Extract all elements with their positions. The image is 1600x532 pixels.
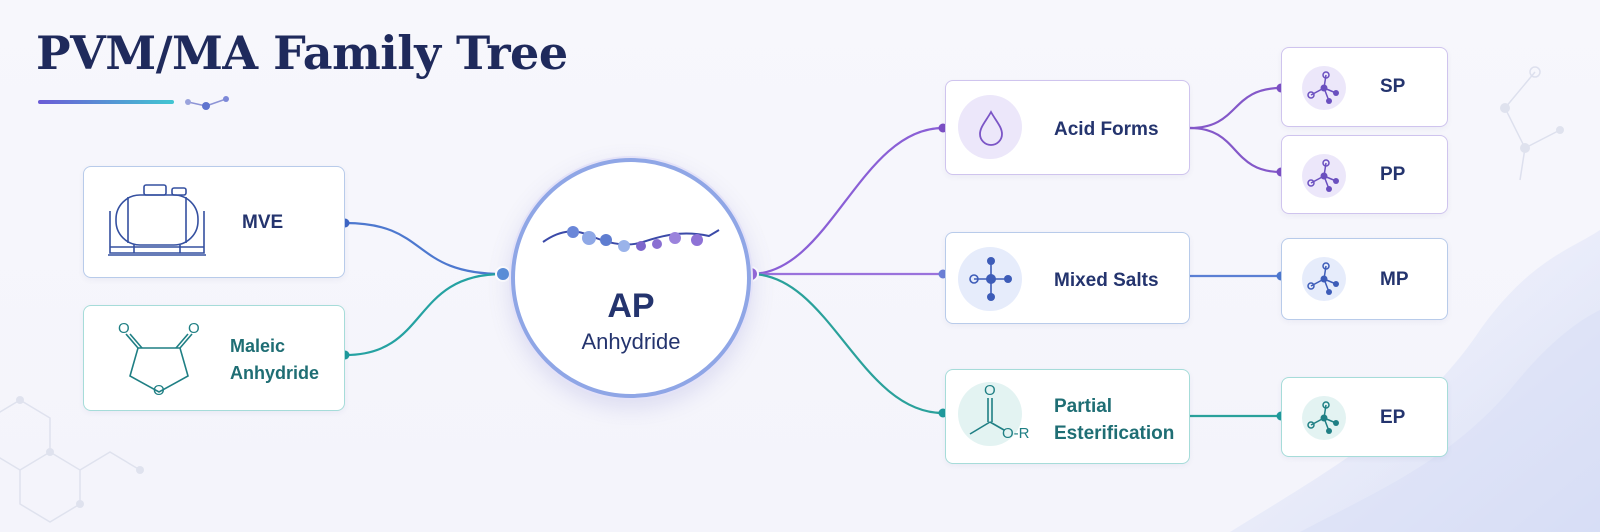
product-label-sp: SP: [1380, 76, 1406, 97]
input-node-mve[interactable]: MVE: [83, 166, 345, 278]
molecule-icon: [1307, 71, 1339, 104]
molecule-icon: [1307, 262, 1339, 295]
ring-molecule-icon: [125, 333, 193, 393]
connector-dot: [495, 266, 511, 282]
category-label-acid-forms: Acid Forms: [1054, 119, 1159, 140]
connector-maleic-to-hub: [344, 272, 504, 357]
icon-backdrop: [958, 95, 1022, 159]
center-subtitle: Anhydride: [581, 329, 681, 354]
molecule-icon: [1307, 401, 1339, 434]
category-label-partial-esterification: Partial Esterification: [1054, 396, 1175, 444]
ester-icon: [969, 398, 1005, 435]
polymer-chain-icon: [542, 226, 720, 252]
hexagon-decoration-left: [0, 399, 141, 523]
product-node-sp[interactable]: SP: [1281, 47, 1448, 127]
product-label-ep: EP: [1380, 407, 1406, 428]
input-label-mve: MVE: [242, 212, 284, 233]
title-underline: [38, 100, 174, 104]
connector-hub-to-acid: [750, 126, 944, 276]
connector-acid-to-sp: [1189, 86, 1282, 130]
molecule-icon: [969, 257, 1012, 301]
category-node-acid-forms[interactable]: Acid Forms: [945, 80, 1190, 175]
input-label-maleic-anhydride: Maleic Anhydride: [230, 336, 320, 383]
center-code: AP: [607, 287, 655, 325]
ring-oxygen-label: O: [153, 382, 165, 399]
drop-icon: [979, 110, 1003, 146]
product-node-ep[interactable]: EP: [1281, 377, 1448, 457]
title-molecule-ornament: [185, 96, 229, 110]
molecule-icon: [1307, 159, 1339, 192]
page-title: PVM/MA Family Tree: [36, 26, 568, 80]
connector-mve-to-hub: [344, 221, 504, 276]
ester-oxygen-label: O: [984, 382, 996, 399]
icon-backdrop: [958, 382, 1022, 446]
hexagon-decoration-right: [1504, 71, 1561, 181]
category-label-mixed-salts: Mixed Salts: [1054, 270, 1159, 291]
category-node-partial-esterification[interactable]: O O-R Partial Esterification: [945, 369, 1190, 464]
ring-oxygen-label: O: [188, 320, 200, 337]
ring-oxygen-label: O: [118, 320, 130, 337]
input-node-maleic-anhydride[interactable]: O O O Maleic Anhydride: [83, 305, 345, 411]
category-node-mixed-salts[interactable]: Mixed Salts: [945, 232, 1190, 324]
product-node-pp[interactable]: PP: [1281, 135, 1448, 214]
connector-hub-to-ester: [750, 272, 944, 415]
tank-icon: [108, 184, 206, 256]
ester-group-label: O-R: [1002, 425, 1030, 442]
product-label-mp: MP: [1380, 269, 1409, 290]
connector-acid-to-pp: [1189, 126, 1282, 174]
product-node-mp[interactable]: MP: [1281, 238, 1448, 320]
center-node-ap[interactable]: AP Anhydride: [511, 158, 751, 398]
product-label-pp: PP: [1380, 164, 1406, 185]
